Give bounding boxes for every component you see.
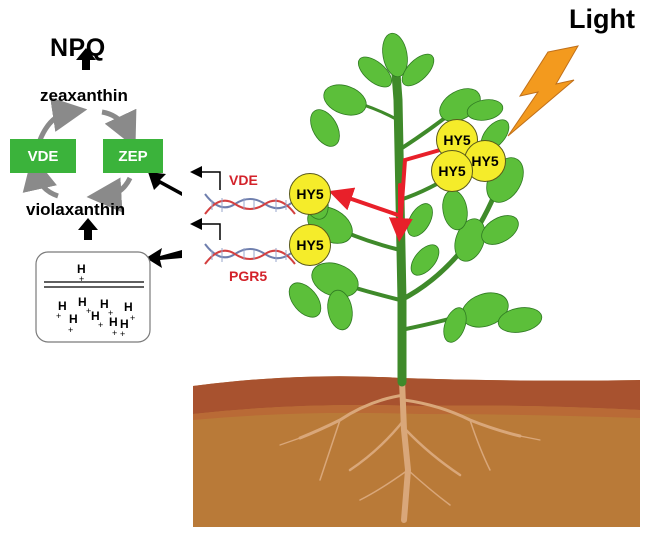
thylakoid-membrane-box xyxy=(35,251,151,343)
proton-h: H xyxy=(58,299,67,313)
proton-h: H xyxy=(69,312,78,326)
xanthophyll-cycle-arrows xyxy=(22,97,137,213)
proton-charge: + xyxy=(68,325,74,335)
light-label: Light xyxy=(569,4,635,34)
hy5-bubble-vde: HY5 xyxy=(289,173,331,215)
proton-h: H xyxy=(120,317,129,331)
pathway-arrows xyxy=(76,48,182,268)
roots xyxy=(279,377,541,523)
proton-h: H xyxy=(91,309,100,323)
proton-charge: + xyxy=(56,311,62,321)
proton-h: H xyxy=(100,297,109,311)
proton-h: H xyxy=(77,262,86,276)
proton-h: H xyxy=(124,300,133,314)
transcription-arrows xyxy=(190,166,221,240)
hy5-bubble-leaf-3: HY5 xyxy=(431,150,473,192)
hy5-bubble-pgr5: HY5 xyxy=(289,224,331,266)
hy5-signal-arrows xyxy=(328,148,442,242)
vde-enzyme-box: VDE xyxy=(10,139,76,173)
proton-charge: + xyxy=(86,306,92,316)
gene-label-pgr5: PGR5 xyxy=(229,268,268,284)
zeaxanthin-label: zeaxanthin xyxy=(40,86,128,105)
dna-helix-pgr5 xyxy=(203,240,299,268)
proton-charge: + xyxy=(120,329,126,339)
proton-h: H xyxy=(109,315,118,329)
soil xyxy=(193,376,640,527)
gene-label-vde: VDE xyxy=(229,172,258,188)
proton-charge: + xyxy=(130,313,136,323)
proton-charge: + xyxy=(108,308,114,318)
proton-charge: + xyxy=(79,274,85,284)
lightning-bolt-icon xyxy=(507,45,579,137)
proton-charge: + xyxy=(98,320,104,330)
npq-label: NPQ xyxy=(50,34,106,62)
proton-charge: + xyxy=(112,328,118,338)
violaxanthin-label: violaxanthin xyxy=(26,200,126,219)
dna-helix-vde xyxy=(203,190,299,218)
zep-enzyme-box: ZEP xyxy=(103,139,163,173)
proton-h: H xyxy=(78,295,87,309)
plant-leaves xyxy=(288,32,543,343)
